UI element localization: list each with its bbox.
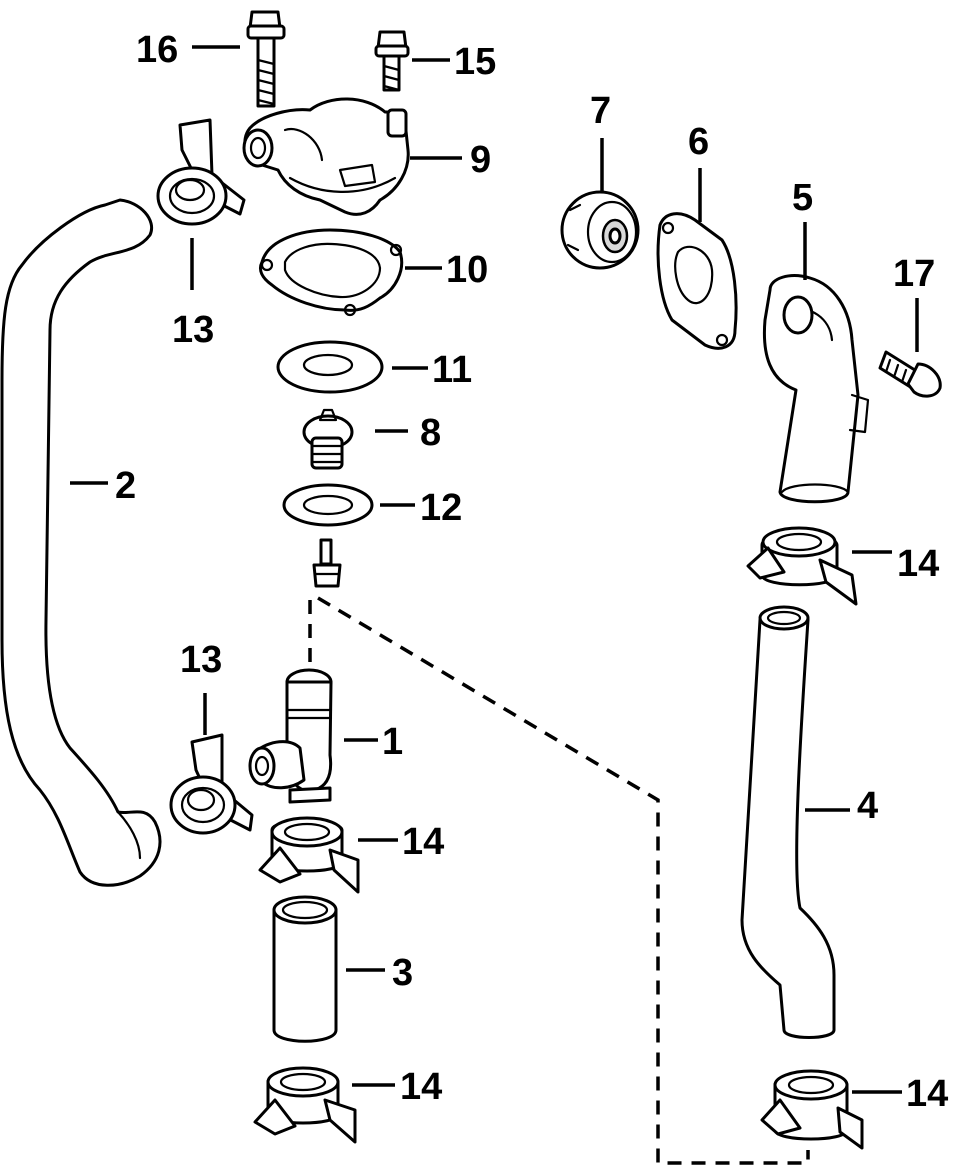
thermostat-cover-9 bbox=[242, 97, 410, 216]
callout-16: 16 bbox=[136, 29, 178, 71]
gasket-6 bbox=[656, 212, 738, 350]
leader-lines bbox=[70, 45, 919, 1094]
callout-4: 4 bbox=[857, 785, 878, 827]
hose-3 bbox=[272, 895, 338, 1043]
hose-clip-14-c bbox=[746, 526, 858, 606]
callout-2: 2 bbox=[115, 465, 136, 507]
callout-6: 6 bbox=[688, 121, 709, 163]
callout-10: 10 bbox=[446, 249, 488, 291]
hose-clip-13-top bbox=[156, 118, 246, 226]
callout-14-left-upper: 14 bbox=[402, 821, 444, 863]
elbow-outlet-5 bbox=[762, 274, 870, 504]
bolt-17 bbox=[878, 350, 942, 398]
tee-fitting-1 bbox=[248, 668, 333, 804]
callout-14-right-lower: 14 bbox=[906, 1073, 948, 1115]
callout-9: 9 bbox=[470, 139, 491, 181]
callout-3: 3 bbox=[392, 952, 413, 994]
callout-5: 5 bbox=[792, 177, 813, 219]
callout-14-left-lower: 14 bbox=[400, 1066, 442, 1108]
thermostat-8 bbox=[302, 408, 354, 470]
thermostat-valve-7 bbox=[560, 190, 640, 270]
callout-17: 17 bbox=[893, 253, 935, 295]
bolt-15 bbox=[374, 30, 410, 92]
routing-dashed-line bbox=[308, 596, 810, 1165]
hose-2 bbox=[0, 198, 162, 887]
callout-12: 12 bbox=[420, 487, 462, 529]
callout-14-right-upper: 14 bbox=[897, 543, 939, 585]
callout-1: 1 bbox=[382, 721, 403, 763]
callout-11: 11 bbox=[432, 349, 472, 391]
seal-ring-11 bbox=[276, 340, 384, 394]
callout-7: 7 bbox=[590, 90, 611, 132]
callout-13-top: 13 bbox=[172, 309, 214, 351]
callout-13-bottom: 13 bbox=[180, 639, 222, 681]
bolt-16 bbox=[246, 10, 286, 108]
gasket-10 bbox=[258, 228, 404, 317]
hose-clip-14-b bbox=[253, 1066, 357, 1144]
small-fitting bbox=[312, 538, 342, 588]
callout-8: 8 bbox=[420, 412, 441, 454]
hose-clip-13-bottom bbox=[169, 733, 254, 835]
seal-ring-12 bbox=[282, 483, 374, 527]
hose-clip-14-d bbox=[760, 1069, 864, 1150]
hose-4 bbox=[740, 605, 836, 1039]
callout-15: 15 bbox=[454, 41, 496, 83]
hose-clip-14-a bbox=[258, 816, 360, 894]
